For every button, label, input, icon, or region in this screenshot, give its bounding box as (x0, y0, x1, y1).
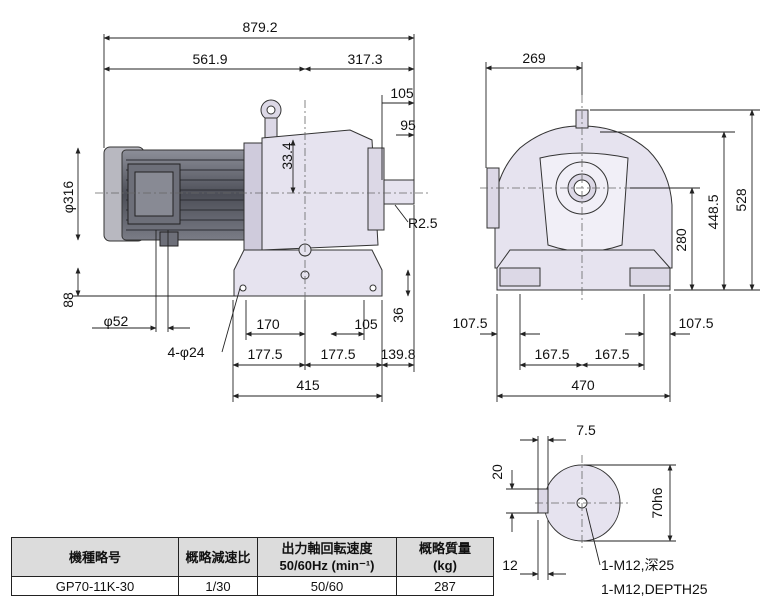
dim-448-5: 448.5 (705, 194, 721, 229)
side-view (480, 95, 690, 300)
dim-105-shaft: 105 (390, 85, 414, 101)
tap-note-jp: 1-M12,深25 (601, 557, 674, 573)
cell-model: GP70-11K-30 (11, 576, 179, 596)
dim-415: 415 (296, 377, 320, 393)
spec-header-row: 機種略号 概略減速比 出力軸回転速度 50/60Hz (min⁻¹) 概略質量 … (11, 537, 494, 577)
dim-561-9: 561.9 (192, 51, 227, 67)
cell-mass: 287 (396, 576, 494, 596)
side-dimensions (480, 62, 760, 402)
dim-879-2: 879.2 (242, 19, 277, 35)
dim-528: 528 (733, 188, 749, 212)
header-model: 機種略号 (11, 537, 179, 577)
header-speed: 出力軸回転速度 50/60Hz (min⁻¹) (257, 537, 397, 577)
tap-note-en: 1-M12,DEPTH25 (601, 581, 708, 597)
dim-7-5: 7.5 (576, 422, 596, 438)
dim-radius: R2.5 (408, 215, 438, 231)
front-dimension-labels: 879.2 561.9 317.3 105 95 33.4 φ316 88 φ5… (60, 19, 438, 393)
dim-foot-holes: 4-φ24 (167, 344, 204, 360)
dim-105-foot: 105 (354, 316, 378, 332)
dim-107-5-left: 107.5 (452, 315, 487, 331)
dim-269: 269 (522, 50, 546, 66)
shaft-end-view (535, 455, 630, 550)
dim-167-5-right: 167.5 (594, 346, 629, 362)
dim-motor-diameter: φ316 (60, 181, 76, 214)
dim-280: 280 (673, 228, 689, 252)
spec-data-row: GP70-11K-30 1/30 50/60 287 (11, 576, 494, 596)
dim-167-5-left: 167.5 (534, 346, 569, 362)
dim-20: 20 (489, 464, 505, 480)
dim-70h6: 70h6 (649, 487, 665, 518)
spec-table: 機種略号 概略減速比 出力軸回転速度 50/60Hz (min⁻¹) 概略質量 … (11, 537, 494, 596)
dim-139-8: 139.8 (380, 346, 415, 362)
cell-speed: 50/60 (257, 576, 397, 596)
key (537, 488, 549, 514)
dim-33-4: 33.4 (279, 142, 295, 169)
front-dimensions (72, 34, 415, 402)
output-shaft (383, 179, 415, 205)
dim-177-5-b: 177.5 (320, 346, 355, 362)
header-mass: 概略質量 (kg) (396, 537, 494, 577)
shaft-end-dimensions (506, 436, 676, 580)
side-dimension-labels: 269 528 448.5 280 107.5 107.5 167.5 167.… (452, 50, 749, 393)
dim-177-5-a: 177.5 (247, 346, 282, 362)
dim-95-shaft: 95 (400, 117, 416, 133)
cell-ratio: 1/30 (178, 576, 258, 596)
header-ratio: 概略減速比 (178, 537, 258, 577)
dim-107-5-right: 107.5 (678, 315, 713, 331)
dim-12: 12 (502, 557, 518, 573)
dim-36: 36 (390, 307, 406, 323)
dim-317-3: 317.3 (347, 51, 382, 67)
dim-88: 88 (60, 292, 76, 308)
dim-470: 470 (571, 377, 595, 393)
dim-170: 170 (256, 316, 280, 332)
dim-shaft-diameter: φ52 (104, 313, 129, 329)
front-view (95, 99, 430, 300)
shaft-end-labels: 7.5 20 70h6 12 1-M12,深25 1-M12,DEPTH25 (489, 422, 708, 597)
